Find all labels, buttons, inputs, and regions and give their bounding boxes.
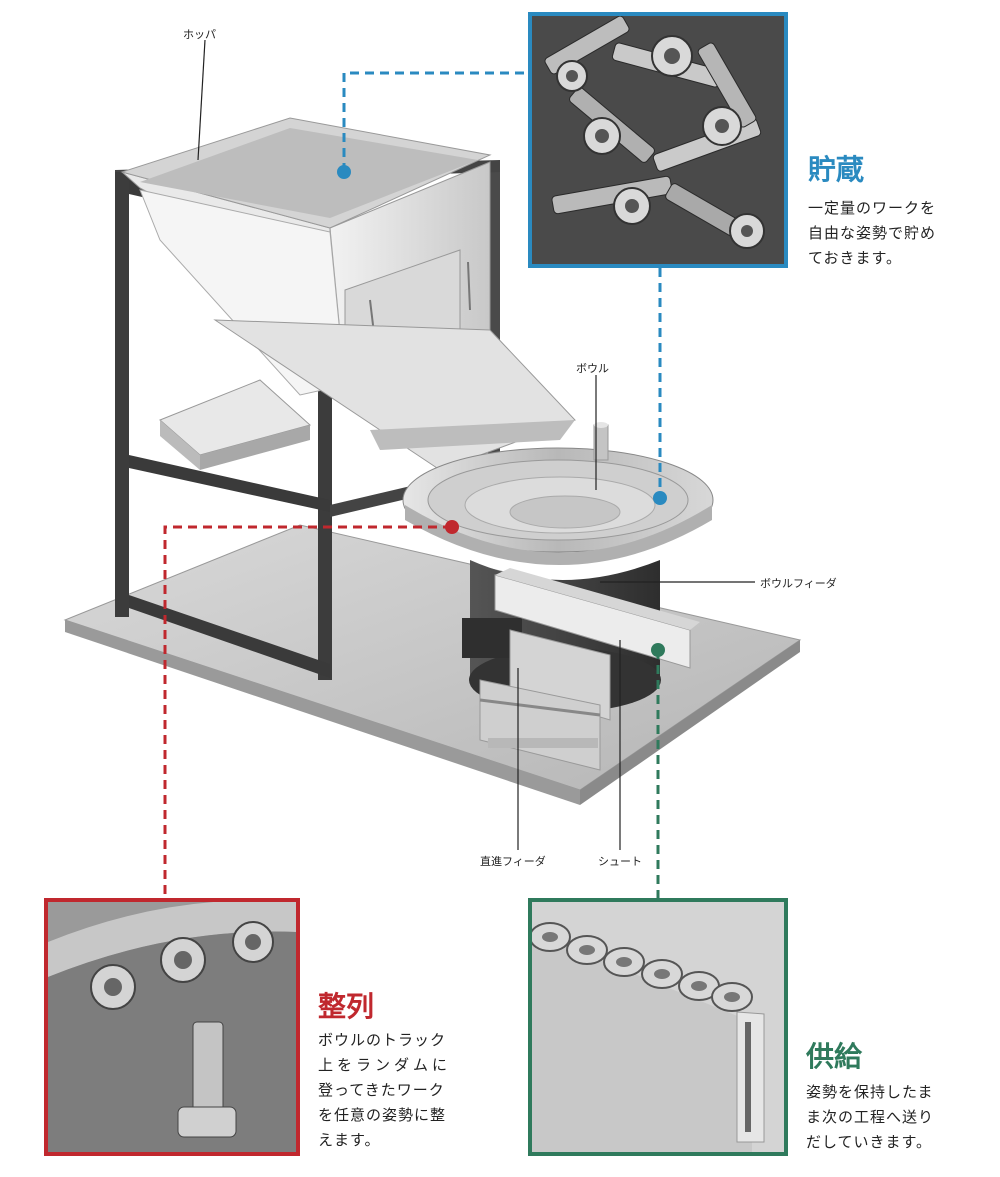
alignment-title: 整列 <box>318 985 374 1025</box>
chute-label: シュート <box>598 853 642 869</box>
supply-line: ま次の工程へ送り <box>806 1105 996 1130</box>
supply-title: 供給 <box>806 1035 862 1075</box>
chute-track-image <box>532 902 784 1152</box>
alignment-line: 上をランダムに <box>318 1053 508 1078</box>
storage-line: ておきます。 <box>808 246 988 271</box>
storage-description: 一定量のワークを 自由な姿勢で貯め ておきます。 <box>808 196 988 271</box>
alignment-dot <box>445 520 459 534</box>
bowl-track-image <box>48 902 296 1152</box>
bowl-label: ボウル <box>576 360 609 376</box>
alignment-line: えます。 <box>318 1128 508 1153</box>
leader-hopper <box>198 40 205 160</box>
storage-photo <box>528 12 788 268</box>
bolts-pile-image <box>532 16 784 264</box>
bowl-feeder-label: ボウルフィーダ <box>760 575 837 591</box>
storage-dot-hopper <box>337 165 351 179</box>
storage-title: 貯蔵 <box>808 148 864 188</box>
supply-dot <box>651 643 665 657</box>
side-tray <box>160 380 310 470</box>
hopper-label: ホッパ <box>183 26 216 42</box>
alignment-line: ボウルのトラック <box>318 1028 508 1053</box>
storage-dot-bowl <box>653 491 667 505</box>
supply-line: 姿勢を保持したま <box>806 1080 996 1105</box>
supply-photo <box>528 898 788 1156</box>
storage-line: 自由な姿勢で貯め <box>808 221 988 246</box>
linear-feeder-label: 直進フィーダ <box>480 853 546 869</box>
storage-line: 一定量のワークを <box>808 196 988 221</box>
alignment-line: を任意の姿勢に整 <box>318 1103 508 1128</box>
alignment-description: ボウルのトラック 上をランダムに 登ってきたワーク を任意の姿勢に整 えます。 <box>318 1028 508 1153</box>
supply-line: だしていきます。 <box>806 1130 996 1155</box>
alignment-photo <box>44 898 300 1156</box>
alignment-line: 登ってきたワーク <box>318 1078 508 1103</box>
supply-description: 姿勢を保持したま ま次の工程へ送り だしていきます。 <box>806 1080 996 1155</box>
